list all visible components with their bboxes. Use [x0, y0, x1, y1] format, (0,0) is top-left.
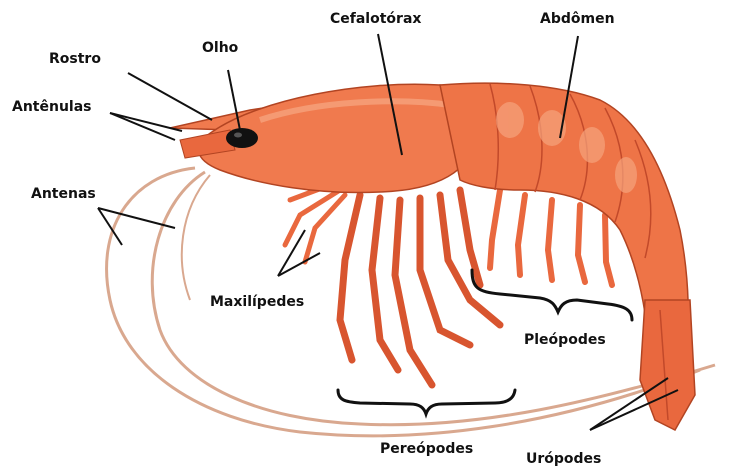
shrimp-body [170, 83, 695, 430]
antenna-inner [182, 175, 210, 300]
label-rostro: Rostro [49, 51, 101, 67]
label-maxilipedes: Maxilípedes [210, 294, 304, 310]
label-antenulas: Antênulas [12, 99, 92, 115]
label-pleopodes: Pleópodes [524, 332, 606, 348]
line-rostro [128, 73, 212, 120]
label-abdomen: Abdômen [540, 11, 615, 27]
brace-pereopodes [338, 390, 515, 414]
label-olho: Olho [202, 40, 238, 56]
label-pereopodes: Pereópodes [380, 441, 473, 457]
label-uropodes: Urópodes [526, 451, 601, 467]
label-antenas: Antenas [31, 186, 96, 202]
eye-shape [226, 128, 258, 148]
label-cefalotorax: Cefalotórax [330, 11, 421, 27]
